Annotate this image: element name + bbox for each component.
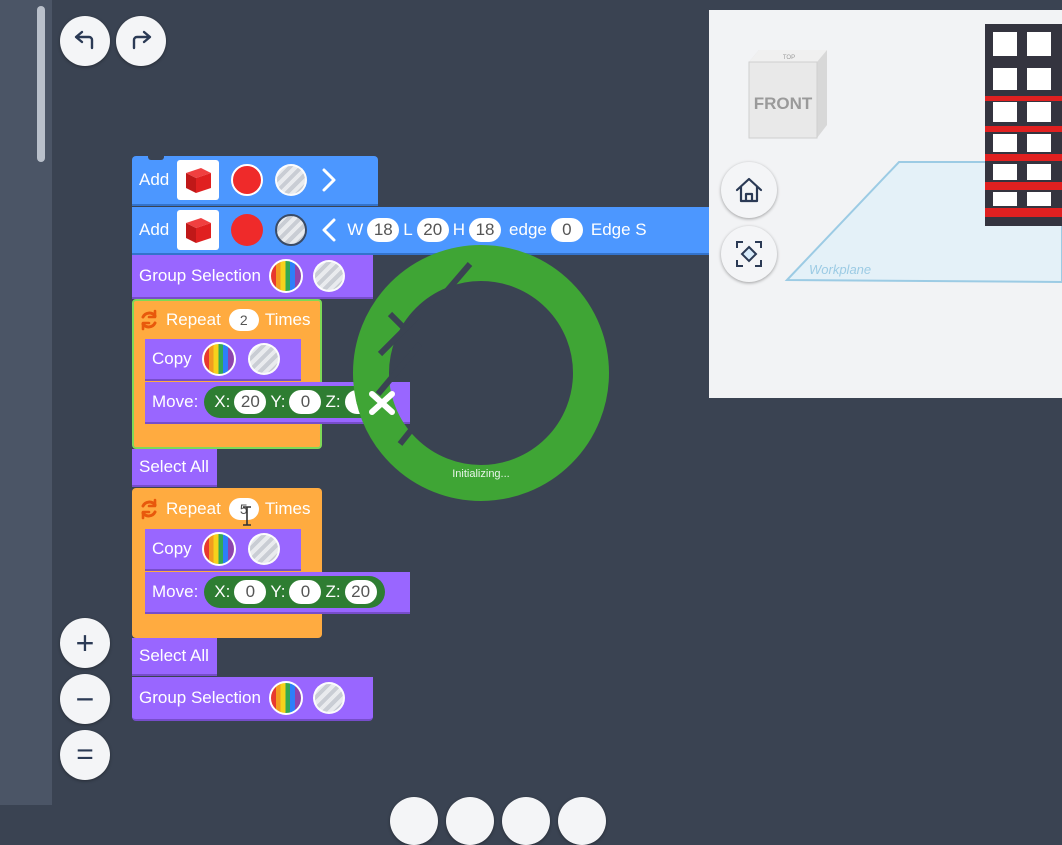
y-input[interactable]: 0 — [289, 390, 322, 414]
multicolor-swatch[interactable] — [201, 532, 236, 566]
viewcube[interactable]: FRONT TOP — [748, 50, 827, 139]
fit-view-button[interactable] — [721, 226, 777, 282]
plus-icon: + — [75, 625, 95, 661]
select-all-label: Select All — [139, 457, 209, 476]
loading-spinner: Initializing... — [353, 245, 609, 501]
workplane-label: Workplane — [809, 262, 871, 277]
group-selection-label: Group Selection — [139, 688, 261, 707]
move-label: Move: — [152, 392, 199, 411]
hole-toggle[interactable] — [275, 214, 308, 246]
group-selection-block-1[interactable]: Group Selection — [132, 255, 373, 299]
repeat-label: Repeat — [166, 310, 221, 329]
red-cube-icon — [186, 168, 212, 193]
zoom-reset-button[interactable]: = — [60, 730, 110, 780]
repeat-header-2: Repeat 5 Times — [134, 490, 310, 528]
hole-toggle[interactable] — [312, 682, 345, 714]
equals-icon: = — [76, 738, 94, 771]
model-grid-building[interactable] — [985, 24, 1062, 226]
red-cube-icon — [186, 218, 212, 243]
hole-toggle[interactable] — [275, 164, 308, 196]
repeat-count-input[interactable]: 5 — [228, 498, 259, 520]
xyz-reporter-2[interactable]: X: 0 Y: 0 Z: 20 — [204, 576, 385, 608]
copy-label: Copy — [152, 349, 192, 368]
edge-steps-label: Edge S — [590, 220, 647, 239]
copy-block-1[interactable]: Copy — [145, 339, 301, 381]
multicolor-swatch[interactable] — [268, 681, 303, 715]
bottom-toolbar-button-3[interactable] — [502, 797, 550, 845]
viewcube-top-label: TOP — [783, 55, 795, 61]
shape-preview[interactable] — [177, 160, 220, 200]
copy-block-2[interactable]: Copy — [145, 529, 301, 571]
color-swatch-red[interactable] — [231, 164, 264, 196]
loading-status-text: Initializing... — [452, 468, 509, 480]
x-input[interactable]: 0 — [234, 580, 267, 604]
repeat-loop-icon — [141, 309, 157, 331]
y-input[interactable]: 0 — [289, 580, 322, 604]
undo-arrow-icon — [74, 30, 94, 50]
select-all-label: Select All — [139, 646, 209, 665]
hole-toggle[interactable] — [247, 343, 280, 375]
add-block-label: Add — [139, 170, 170, 189]
fit-selection-icon — [736, 241, 762, 267]
zoom-out-button[interactable]: − — [60, 674, 110, 724]
height-input[interactable]: 18 — [469, 218, 502, 242]
y-label: Y: — [270, 392, 286, 411]
zoom-in-button[interactable]: + — [60, 618, 110, 668]
multicolor-swatch[interactable] — [201, 342, 236, 376]
z-label: Z: — [325, 392, 341, 411]
repeat-loop-icon — [141, 498, 157, 520]
bottom-toolbar-button-4[interactable] — [558, 797, 606, 845]
repeat-times-label: Times — [264, 499, 311, 518]
repeat-count-input[interactable]: 2 — [228, 309, 259, 331]
group-selection-block-2[interactable]: Group Selection — [132, 677, 373, 721]
3d-viewport[interactable]: FRONT TOP Workplane — [709, 10, 1062, 398]
select-all-block-2[interactable]: Select All — [132, 638, 217, 676]
chevron-right-icon[interactable] — [321, 167, 337, 193]
color-swatch-red[interactable] — [231, 214, 264, 246]
group-selection-label: Group Selection — [139, 266, 261, 285]
home-view-button[interactable] — [721, 162, 777, 218]
viewcube-front-label: FRONT — [754, 94, 813, 113]
height-label: H — [452, 220, 466, 239]
redo-button[interactable] — [116, 16, 166, 66]
multicolor-swatch[interactable] — [268, 259, 303, 293]
length-input[interactable]: 20 — [416, 218, 449, 242]
z-label: Z: — [325, 582, 341, 601]
copy-label: Copy — [152, 539, 192, 558]
shape-preview[interactable] — [177, 210, 220, 250]
add-block-label: Add — [139, 220, 170, 239]
text-cursor-icon — [243, 506, 251, 526]
y-label: Y: — [270, 582, 286, 601]
x-input[interactable]: 20 — [234, 390, 267, 414]
scene-canvas[interactable]: FRONT TOP Workplane — [709, 10, 1062, 398]
bottom-toolbar-button-1[interactable] — [390, 797, 438, 845]
bottom-toolbar-button-2[interactable] — [446, 797, 494, 845]
add-block-2[interactable]: Add W 18 L 20 H 18 edge 0 Edge S — [132, 207, 709, 255]
hole-toggle[interactable] — [312, 260, 345, 292]
home-icon — [735, 177, 763, 203]
edge-input[interactable]: 0 — [550, 218, 583, 242]
add-block-1[interactable]: Add — [132, 156, 378, 206]
close-x-icon — [369, 391, 395, 415]
length-label: L — [403, 220, 413, 239]
repeat-header-1: Repeat 2 Times — [134, 301, 310, 339]
select-all-block-1[interactable]: Select All — [132, 449, 217, 487]
chevron-left-icon[interactable] — [321, 217, 337, 243]
undo-button[interactable] — [60, 16, 110, 66]
x-label: X: — [214, 392, 231, 411]
width-label: W — [347, 220, 364, 239]
repeat-label: Repeat — [166, 499, 221, 518]
z-input[interactable]: 20 — [344, 580, 377, 604]
repeat-times-label: Times — [264, 310, 311, 329]
hole-toggle[interactable] — [247, 533, 280, 565]
move-label: Move: — [152, 582, 199, 601]
minus-icon: − — [75, 681, 95, 717]
width-input[interactable]: 18 — [367, 218, 400, 242]
vertical-scrollbar[interactable] — [37, 6, 45, 162]
edge-label: edge — [509, 220, 547, 239]
x-label: X: — [214, 582, 231, 601]
move-block-2[interactable]: Move: X: 0 Y: 0 Z: 20 — [145, 572, 410, 614]
redo-arrow-icon — [132, 30, 152, 50]
